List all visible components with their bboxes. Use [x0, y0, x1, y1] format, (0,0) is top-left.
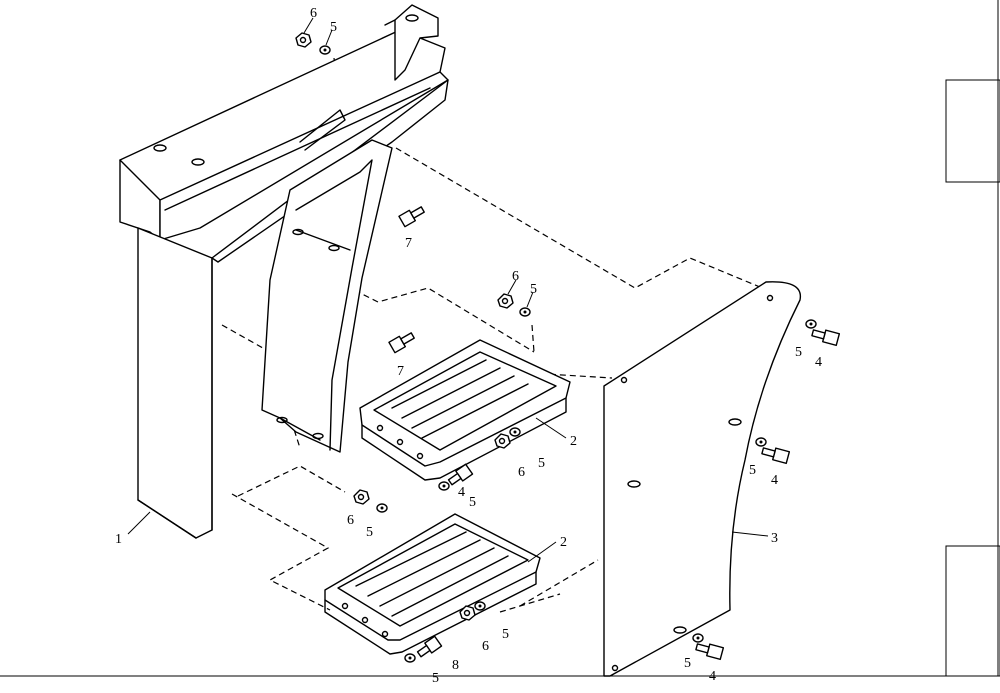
callout-4-d: 4 — [709, 669, 716, 684]
callout-labels: 1 2 2 3 4 4 4 4 5 5 5 5 5 5 5 5 5 5 6 6 … — [115, 6, 822, 686]
bolt-icon — [811, 329, 841, 347]
side-plate-part-3 — [603, 281, 802, 677]
callout-4-c: 4 — [458, 485, 465, 500]
callout-5-i: 5 — [432, 671, 439, 686]
hardware-bolts — [388, 206, 841, 661]
mount-slot — [191, 158, 205, 166]
callout-5-c: 5 — [795, 345, 802, 360]
callout-6-c: 6 — [518, 465, 525, 480]
callout-5-j: 5 — [684, 656, 691, 671]
callout-7-a: 7 — [405, 236, 412, 251]
callout-4-a: 4 — [815, 355, 822, 370]
bolt-icon — [761, 447, 791, 465]
page-frame — [0, 0, 1000, 677]
inner-bracket — [261, 139, 393, 453]
nut-icon — [295, 32, 312, 48]
callout-6-e: 6 — [482, 639, 489, 654]
callout-5-b: 5 — [530, 282, 537, 297]
callout-5-e: 5 — [538, 456, 545, 471]
callout-3: 3 — [771, 531, 778, 546]
edge-tab-top — [945, 79, 1000, 183]
bolt-icon — [388, 332, 415, 354]
callout-6-a: 6 — [310, 6, 317, 21]
step-part-2-lower — [324, 513, 541, 655]
step-part-2-upper — [359, 339, 571, 481]
nut-icon — [459, 605, 476, 621]
mount-slot — [405, 14, 419, 22]
main-frame-part-1 — [119, 4, 449, 539]
callout-5-a: 5 — [330, 20, 337, 35]
nut-icon — [497, 293, 514, 309]
callout-2-lower: 2 — [560, 535, 567, 550]
callout-8: 8 — [452, 658, 459, 673]
callout-7-b: 7 — [397, 364, 404, 379]
edge-tab-bottom — [945, 545, 1000, 677]
nut-icon — [353, 489, 370, 505]
leader-lines — [127, 17, 769, 563]
callout-4-b: 4 — [771, 473, 778, 488]
mount-slot — [153, 144, 167, 152]
callout-2-upper: 2 — [570, 434, 577, 449]
callout-1: 1 — [115, 532, 122, 547]
nut-icon — [494, 433, 511, 449]
bolt-icon — [416, 635, 443, 658]
bolt-icon — [695, 643, 725, 661]
callout-5-g: 5 — [366, 525, 373, 540]
bolt-icon — [447, 463, 474, 486]
callout-5-h: 5 — [502, 627, 509, 642]
hardware-nuts-washers — [295, 32, 817, 663]
callout-6-b: 6 — [512, 269, 519, 284]
bolt-icon — [398, 206, 425, 228]
callout-6-d: 6 — [347, 513, 354, 528]
callout-5-f: 5 — [469, 495, 476, 510]
callout-5-d: 5 — [749, 463, 756, 478]
